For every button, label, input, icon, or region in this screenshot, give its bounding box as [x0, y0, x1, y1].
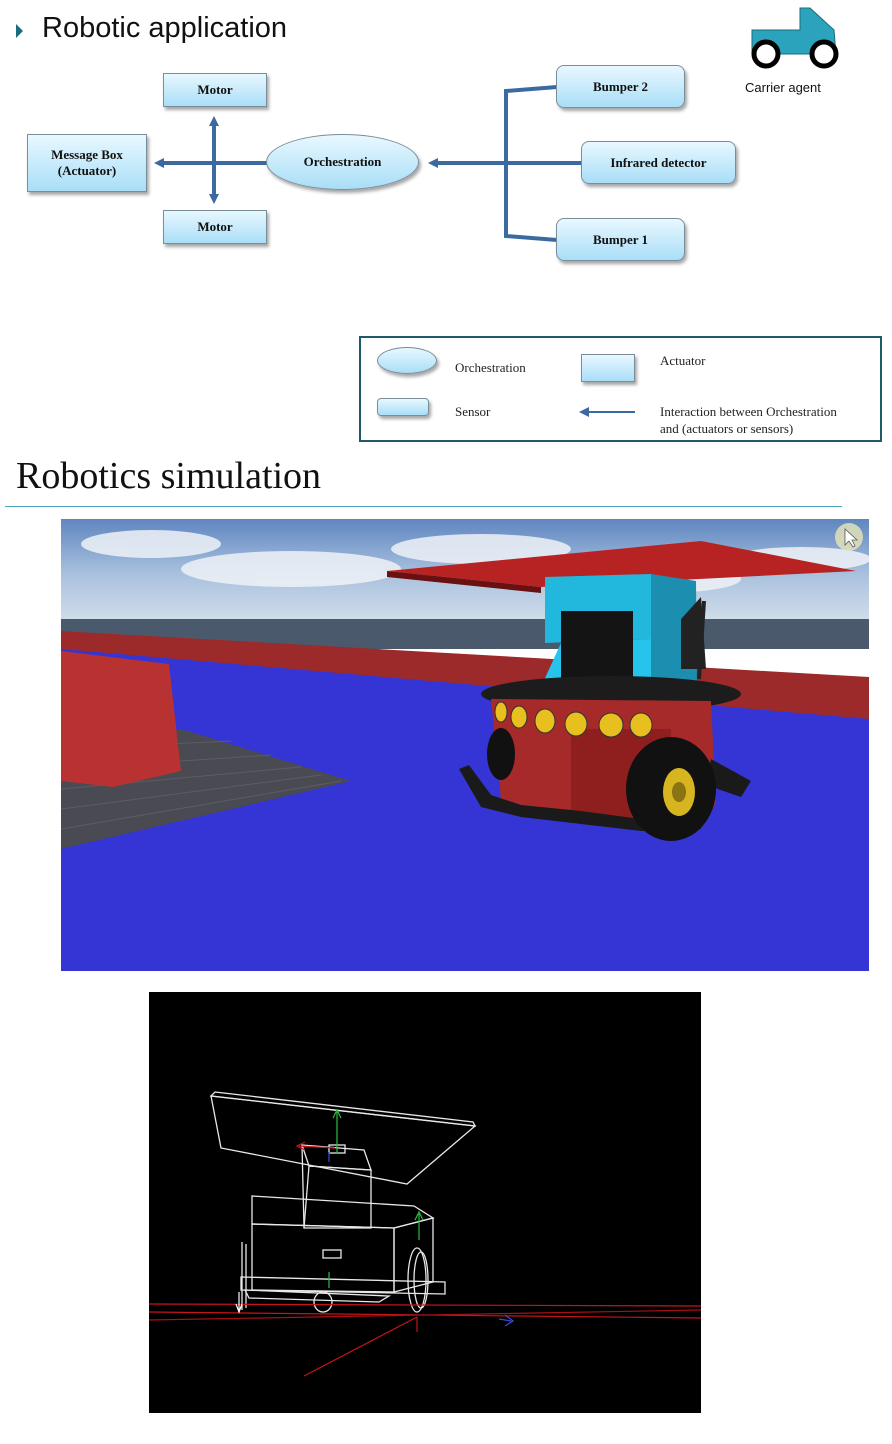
- legend-sensor-label: Sensor: [455, 404, 491, 419]
- bullet-icon: [16, 24, 23, 38]
- bumper2-node: Bumper 2: [556, 65, 685, 108]
- message-box-node: Message Box (Actuator): [27, 134, 147, 192]
- section-title-robotics-simulation: Robotics simulation: [16, 455, 322, 497]
- bumper1-node: Bumper 1: [556, 218, 685, 261]
- simulation-3d-view: [61, 519, 869, 971]
- legend: Orchestration Actuator Sensor Interactio…: [359, 336, 882, 442]
- legend-arrow-icon: [579, 407, 635, 417]
- simulation-wireframe-view: [149, 992, 701, 1413]
- section-title-robotic-application: Robotic application: [42, 12, 288, 44]
- title-underline: [5, 506, 842, 507]
- diagram-connectors: [154, 85, 582, 242]
- legend-actuator-label: Actuator: [660, 353, 706, 368]
- legend-orchestration-swatch: [377, 347, 437, 374]
- legend-actuator-swatch: [581, 354, 635, 382]
- infrared-node: Infrared detector: [581, 141, 736, 184]
- wireframe-robot-icon: [149, 1091, 701, 1377]
- legend-interaction-label: Interaction between Orchestration and (a…: [660, 404, 837, 436]
- legend-sensor-swatch: [377, 398, 429, 416]
- legend-orchestration-label: Orchestration: [455, 360, 526, 375]
- carrier-truck-icon: [751, 7, 839, 69]
- carrier-agent-label: Carrier agent: [745, 80, 821, 95]
- motor-top-node: Motor: [163, 73, 267, 107]
- orchestration-node: Orchestration: [266, 134, 419, 190]
- motor-bottom-node: Motor: [163, 210, 267, 244]
